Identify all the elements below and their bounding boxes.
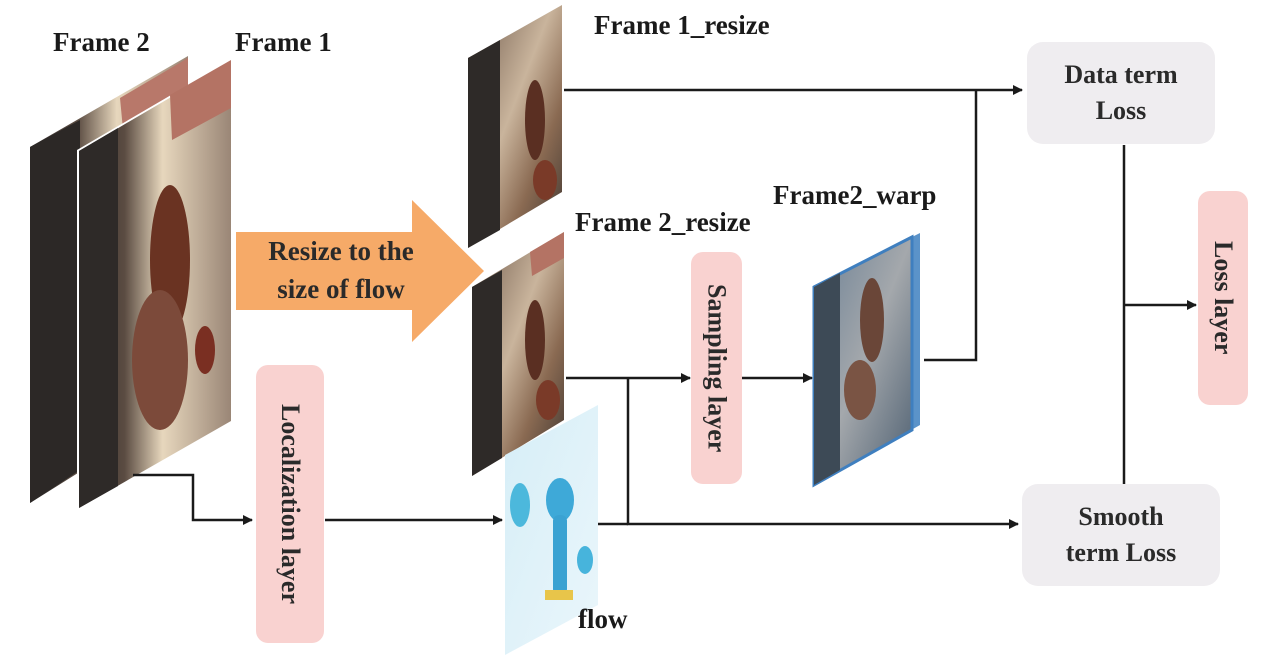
frame1-resize-image (468, 5, 562, 248)
frame2-resize-label: Frame 2_resize (575, 207, 751, 237)
edge-warp-to-data-loss (924, 90, 978, 362)
data-term-loss-line1: Data term (1064, 60, 1178, 89)
frame2-label: Frame 2 (53, 27, 150, 57)
smooth-term-loss-line1: Smooth (1078, 502, 1164, 531)
sampling-layer-label: Sampling layer (702, 283, 732, 453)
localization-layer-node: Localization layer (256, 365, 324, 643)
sampling-layer-node: Sampling layer (691, 252, 742, 484)
loss-layer-label: Loss layer (1209, 241, 1238, 355)
resize-arrow-line1: Resize to the (268, 236, 414, 266)
data-term-loss-line2: Loss (1095, 96, 1147, 125)
localization-layer-label: Localization layer (276, 403, 305, 604)
resize-arrow-label: Resize to the size of flow (236, 232, 446, 308)
smooth-term-loss-node: Smooth term Loss (1022, 484, 1220, 586)
frame1-image (77, 60, 231, 510)
edge-frames-to-localization (133, 473, 253, 525)
resize-arrow-line2: size of flow (277, 274, 405, 304)
connectors (133, 85, 1197, 529)
data-term-loss-node: Data term Loss (1027, 42, 1215, 144)
loss-layer-node: Loss layer (1198, 191, 1248, 405)
flow-image (505, 405, 598, 655)
frame2-warp-image (812, 233, 920, 488)
frame2-resize-image (472, 232, 564, 476)
smooth-term-loss-line2: term Loss (1065, 538, 1177, 567)
frame1-resize-label: Frame 1_resize (594, 10, 770, 40)
frame1-label: Frame 1 (235, 27, 332, 57)
frame2-warp-label: Frame2_warp (773, 180, 937, 210)
flow-label: flow (578, 604, 628, 634)
resize-arrow (236, 200, 484, 342)
